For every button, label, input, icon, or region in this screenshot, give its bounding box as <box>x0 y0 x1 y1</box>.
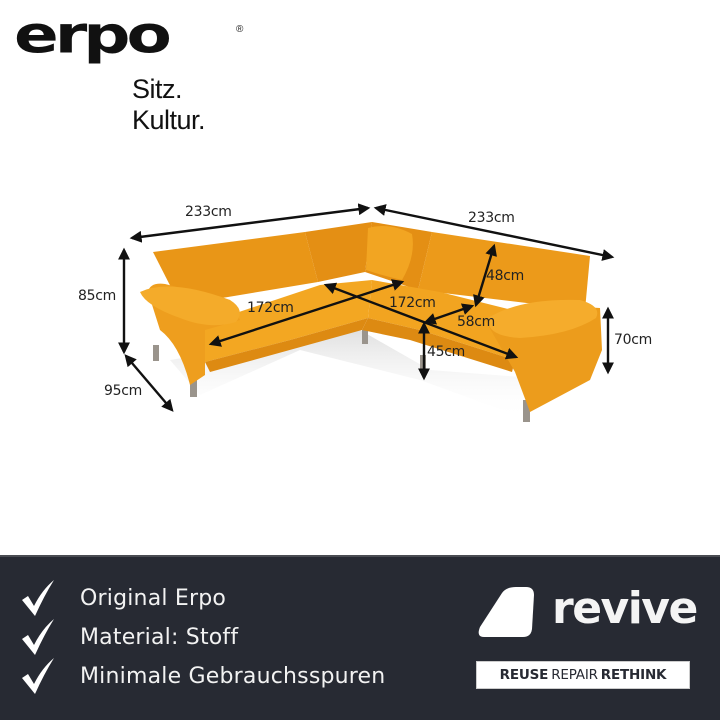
logo-wordmark: erpo <box>14 4 172 66</box>
registered-mark: ® <box>236 24 244 35</box>
tag-reuse: REUSE <box>499 667 549 683</box>
sofa-dimension-diagram <box>118 203 615 422</box>
dim-seat-depth: 58cm <box>457 314 495 330</box>
revive-logo: revive REUSE REPAIR RETHINK <box>476 583 698 705</box>
logo-tagline: Sitz. Kultur. <box>132 74 206 135</box>
dim-seat-height: 45cm <box>427 344 465 360</box>
feature-label: Original Erpo <box>80 585 227 611</box>
dim-right-width: 233cm <box>468 210 515 226</box>
dim-depth: 95cm <box>104 383 142 399</box>
dim-left-seat-width: 172cm <box>247 300 294 316</box>
sofa-image <box>140 222 602 422</box>
revive-wordmark: revive <box>552 583 698 634</box>
dim-back-height: 48cm <box>486 268 524 284</box>
checkmark-icon <box>22 619 54 655</box>
footer-banner <box>0 555 720 720</box>
revive-tagline: REUSE REPAIR RETHINK <box>476 661 690 689</box>
checkmark-icon <box>22 580 54 616</box>
feature-item: Material: Stoff <box>18 617 238 657</box>
revive-mark-icon <box>478 587 534 637</box>
feature-item: Original Erpo <box>18 578 226 618</box>
tag-repair: REPAIR <box>551 667 598 683</box>
checkmark-icon <box>22 658 54 694</box>
dim-left-width: 233cm <box>185 204 232 220</box>
feature-label: Minimale Gebrauchsspuren <box>80 663 386 689</box>
feature-label: Material: Stoff <box>80 624 239 650</box>
dimension-arrows <box>118 203 615 412</box>
dim-height: 85cm <box>78 288 116 304</box>
erpo-logo: erpo ® Sitz. Kultur. <box>14 4 244 135</box>
feature-item: Minimale Gebrauchsspuren <box>18 656 385 696</box>
tag-rethink: RETHINK <box>600 667 667 683</box>
dim-right-seat-width: 172cm <box>389 295 436 311</box>
dim-arm-height: 70cm <box>614 332 652 348</box>
